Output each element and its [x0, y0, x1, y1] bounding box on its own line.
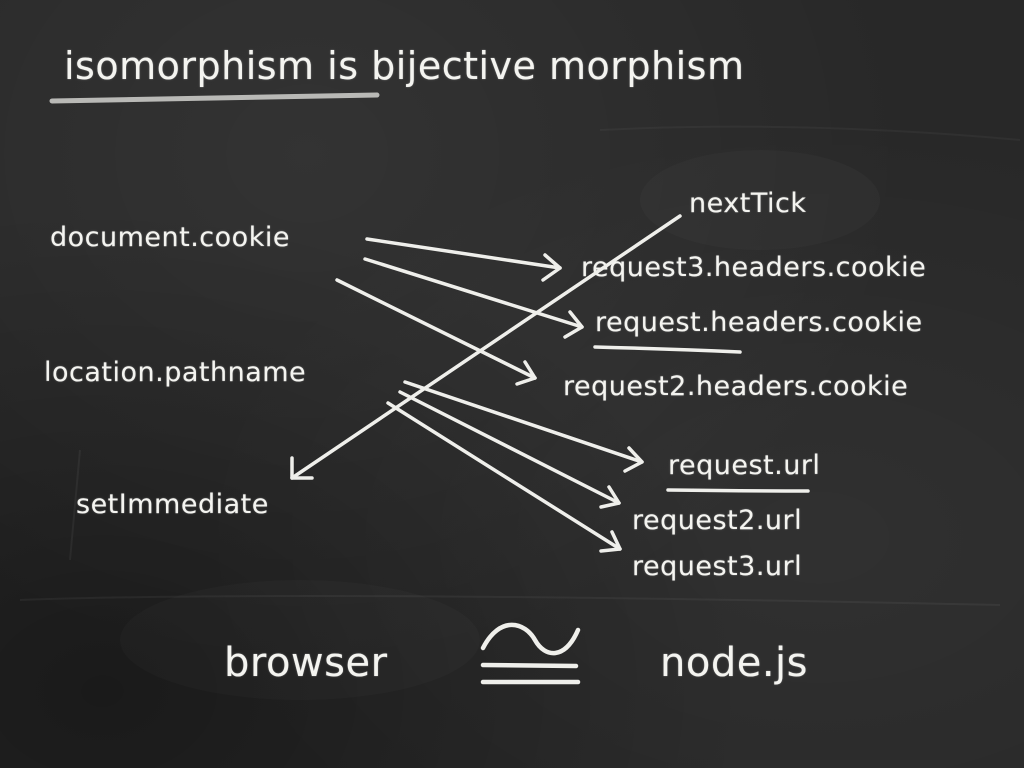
node-request-headers-cookie: request.headers.cookie — [595, 307, 923, 338]
arrow-cookie-to-request3 — [365, 237, 562, 282]
arrow-cookie-to-request2 — [335, 278, 537, 386]
node-nexttick: nextTick — [689, 188, 807, 219]
node-request3-url: request3.url — [632, 551, 803, 582]
node-setimmediate: setImmediate — [76, 489, 269, 520]
label-browser: browser — [224, 640, 388, 686]
node-request2-headers-cookie: request2.headers.cookie — [563, 371, 909, 402]
underline-request-url — [666, 488, 810, 493]
arrow-cookie-to-request — [363, 257, 584, 339]
arrow-nexttick-to-setimmediate — [290, 214, 682, 480]
node-request2-url: request2.url — [632, 505, 803, 536]
arrow-pathname-to-request2-url — [398, 390, 621, 509]
underline-request-headers — [593, 345, 742, 354]
node-request-url: request.url — [668, 450, 821, 481]
node-request3-headers-cookie: request3.headers.cookie — [581, 252, 927, 283]
arrow-pathname-to-request-url — [403, 380, 644, 473]
isomorphism-symbol — [480, 622, 581, 685]
title-underline — [49, 92, 380, 104]
slide-title: isomorphism is bijective morphism — [64, 44, 745, 88]
node-document-cookie: document.cookie — [50, 222, 290, 253]
node-location-pathname: location.pathname — [44, 357, 307, 388]
label-nodejs: node.js — [660, 640, 808, 686]
arrow-pathname-to-request3-url — [386, 401, 622, 553]
